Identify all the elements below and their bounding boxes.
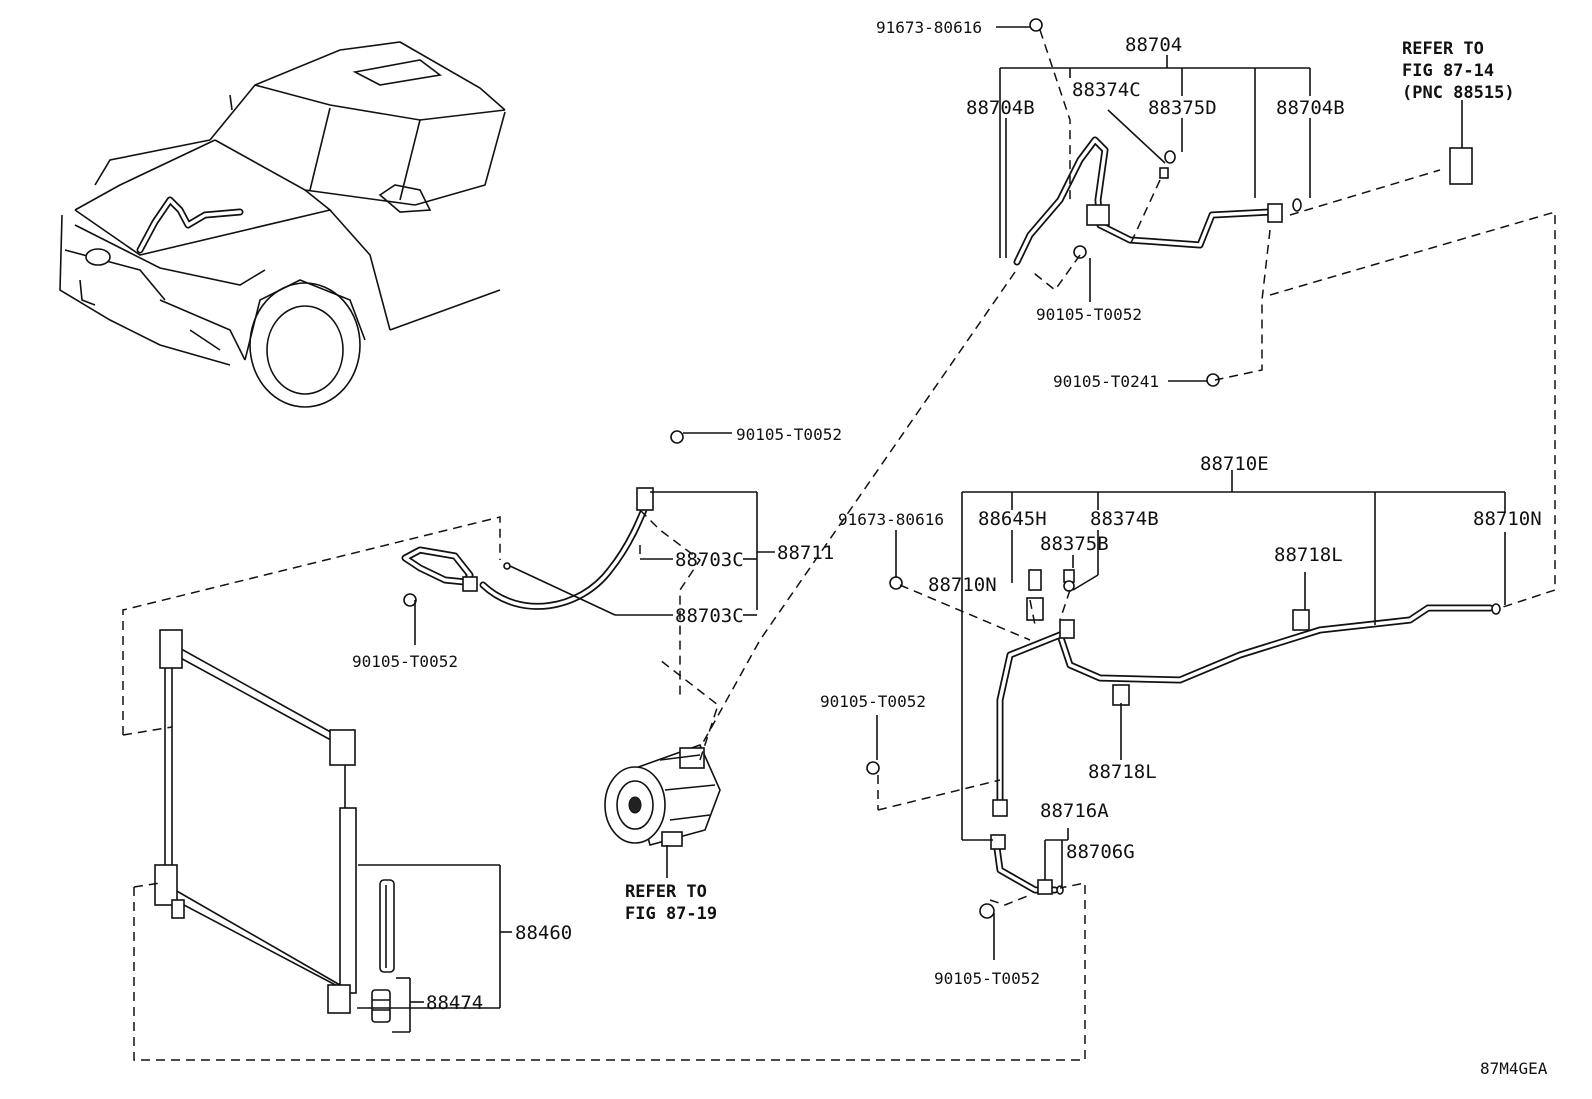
discharge-hose-88711 (401, 430, 684, 610)
emblem-icon (85, 248, 111, 266)
label-88710n-left: 88710N (928, 574, 997, 596)
pressure-switch (1449, 147, 1473, 185)
assembly-lines (122, 29, 1556, 1061)
condenser-88460 (154, 629, 357, 1014)
label-bolt-90105-t0052-d: 90105-T0052 (820, 692, 926, 711)
vehicle-illustration (59, 41, 506, 408)
label-refer-87-14-line1: REFER TO (1402, 39, 1484, 59)
bolt-icon (979, 903, 995, 919)
receiver-tank (339, 807, 357, 994)
label-88704: 88704 (1125, 34, 1182, 56)
leader-lines (357, 26, 1506, 1033)
label-88375b: 88375B (1040, 533, 1109, 555)
label-88718l-bottom: 88718L (1088, 761, 1157, 783)
label-bolt-90105-t0052-a: 90105-T0052 (1036, 305, 1142, 324)
label-88474: 88474 (426, 992, 483, 1014)
label-88703c-a: 88703C (675, 549, 744, 571)
label-refer-87-14-line3: (PNC 88515) (1402, 83, 1515, 103)
suction-hose-88704 (1013, 18, 1473, 387)
label-88703c-b: 88703C (675, 605, 744, 627)
label-88706g: 88706G (1066, 841, 1135, 863)
label-bolt-91673-top: 91673-80616 (876, 18, 982, 37)
bolt-icon (889, 576, 903, 590)
label-88711: 88711 (777, 542, 834, 564)
label-88716a: 88716A (1040, 800, 1109, 822)
label-bolt-90105-t0052-e: 90105-T0052 (934, 969, 1040, 988)
label-88718l-top: 88718L (1274, 544, 1343, 566)
label-88645h: 88645H (978, 508, 1047, 530)
bolt-icon (866, 761, 880, 775)
compressor (604, 743, 721, 847)
label-refer-87-19-line2: FIG 87-19 (625, 904, 717, 924)
label-bolt-90105-t0052-b: 90105-T0052 (736, 425, 842, 444)
label-refer-87-14-line2: FIG 87-14 (1402, 61, 1494, 81)
bolt-icon (1029, 18, 1043, 32)
label-88460: 88460 (515, 922, 572, 944)
label-bolt-91673-mid: 91673-80616 (838, 510, 944, 529)
bolt-icon (670, 430, 684, 444)
label-88704b-left: 88704B (966, 97, 1035, 119)
label-88374c: 88374C (1072, 79, 1141, 101)
label-88375d: 88375D (1148, 97, 1217, 119)
label-refer-87-19-line1: REFER TO (625, 882, 707, 902)
label-88704b-right: 88704B (1276, 97, 1345, 119)
part-labels: 91673-80616 88704 88704B 88374C 88375D 8… (352, 18, 1548, 1078)
bolt-icon (403, 593, 417, 607)
label-bolt-90105-t0241: 90105-T0241 (1053, 372, 1159, 391)
dryer-88474 (371, 879, 395, 1023)
bolt-icon (1073, 245, 1087, 259)
liquid-tube-88710e (866, 569, 1501, 919)
label-88374b: 88374B (1090, 508, 1159, 530)
figure-code: 87M4GEA (1480, 1059, 1548, 1078)
label-88710e: 88710E (1200, 453, 1269, 475)
bolt-icon (1206, 373, 1220, 387)
label-bolt-90105-t0052-c: 90105-T0052 (352, 652, 458, 671)
label-88710n-right: 88710N (1473, 508, 1542, 530)
